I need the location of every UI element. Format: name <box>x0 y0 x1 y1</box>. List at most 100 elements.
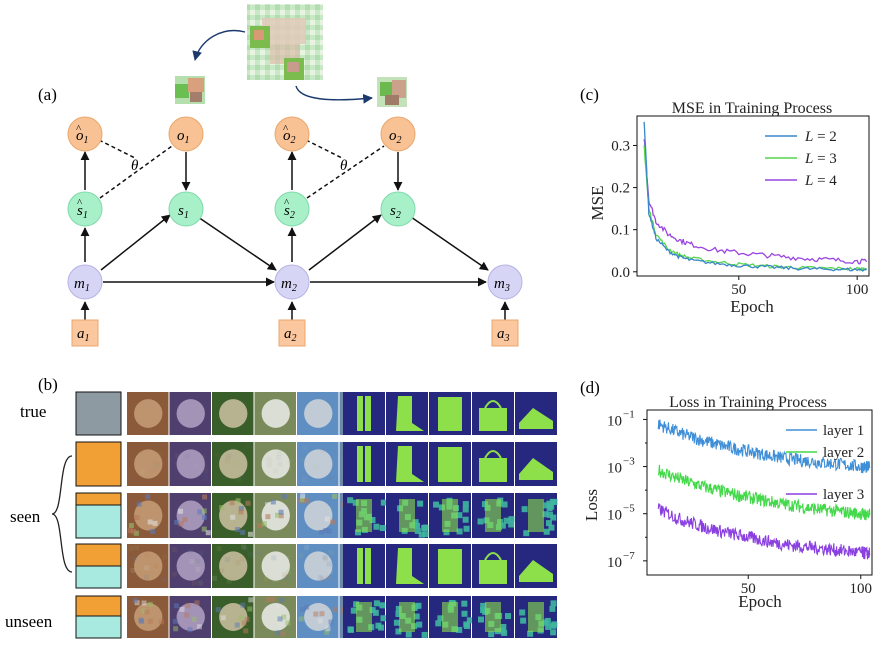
svg-text:^: ^ <box>284 197 290 209</box>
chart-d-series-line <box>657 464 871 521</box>
chart-c-ytick-label: 0.0 <box>611 265 630 281</box>
arrow-to-patch-1 <box>192 30 246 61</box>
chart-c-ytick-label: 0.3 <box>611 138 630 154</box>
panel-c: (c) MSE in Training Process Epoch MSE 0.… <box>580 85 870 316</box>
chart-d-series-line <box>657 503 871 560</box>
chart-d-series-line <box>657 419 871 474</box>
chart-c-legend-label: L = 4 <box>804 173 837 189</box>
chart-c-series-line <box>643 121 868 272</box>
chart-c-legend-label: L = 3 <box>804 151 837 167</box>
panel-b: (b) true seen unseen <box>5 375 558 639</box>
chart-c-ytick-label: 0.2 <box>611 181 630 197</box>
chart-d-frame <box>646 409 873 576</box>
swatch-seen-1 <box>75 441 122 487</box>
node-label: m3 <box>494 276 510 294</box>
chart-d-ytick-exponent: −7 <box>623 550 635 562</box>
strip-row <box>127 392 557 435</box>
chart-c-series-line <box>643 139 868 265</box>
panel-label-b: (b) <box>38 375 58 394</box>
seen-brace <box>51 455 73 573</box>
chart-d-xtick-label: 50 <box>741 581 756 597</box>
patch-observation-1 <box>175 76 205 104</box>
chart-d-ytick-exponent: −3 <box>623 456 635 468</box>
chart-d-legend-label: layer 3 <box>823 487 864 503</box>
node-s1: s1 <box>168 191 204 227</box>
node-m1: m1 <box>67 264 103 300</box>
node-label: o2 <box>283 128 296 146</box>
node-a2: a2 <box>278 319 306 347</box>
panel-label-a: (a) <box>38 85 57 104</box>
strip-row <box>127 544 557 588</box>
chart-d-ylabel: Loss <box>582 489 601 521</box>
arrow-to-patch-2 <box>295 85 373 104</box>
chart-c-xtick-label: 100 <box>846 282 869 298</box>
node-label: a1 <box>77 326 90 344</box>
theta-label-1: θ <box>131 158 139 174</box>
node-label: a3 <box>497 326 510 344</box>
chart-d-ytick-label: 10 <box>607 508 622 524</box>
swatch-true <box>75 391 122 436</box>
panel-a: (a) <box>38 4 523 347</box>
svg-text:^: ^ <box>283 123 289 135</box>
node-label: m2 <box>281 276 297 294</box>
strip-row <box>127 596 558 638</box>
node-m3: m3 <box>487 264 523 300</box>
patch-observation-2 <box>377 77 407 107</box>
frog-image <box>247 4 323 80</box>
strip-row <box>127 442 557 486</box>
chart-d-legend-label: layer 2 <box>823 445 864 461</box>
chart-d-ytick-label: 10 <box>607 413 622 429</box>
chart-c-xtick-label: 50 <box>731 282 746 298</box>
node-s2: s2 <box>380 191 416 227</box>
swatch-seen-3 <box>75 543 122 589</box>
chart-d-xtick-label: 100 <box>850 581 873 597</box>
node-label: s1 <box>77 203 88 221</box>
node-label: s2 <box>284 203 295 221</box>
node-label: a2 <box>284 326 297 344</box>
node-o2hat: o2^ <box>274 116 310 152</box>
strip-row <box>127 493 558 538</box>
panel-label-c: (c) <box>580 85 599 104</box>
node-a1: a1 <box>71 319 99 347</box>
chart-c-ylabel: MSE <box>588 186 607 221</box>
chart-c: 0.0 0.1 0.2 0.3 50 100 L = 2 L = 3 L = 4 <box>611 115 870 298</box>
chart-c-ytick-label: 0.1 <box>611 223 630 239</box>
panel-label-d: (d) <box>580 378 600 397</box>
chart-d-legend-label: layer 1 <box>823 423 864 439</box>
node-o2: o2 <box>380 116 416 152</box>
node-o1hat: o1^ <box>67 116 103 152</box>
chart-d-title: Loss in Training Process <box>669 394 827 411</box>
chart-c-frame <box>636 115 870 277</box>
chart-c-series-line <box>643 145 868 273</box>
node-a3: a3 <box>491 319 519 347</box>
row-label-seen: seen <box>10 507 41 526</box>
row-label-unseen: unseen <box>5 612 53 631</box>
svg-text:^: ^ <box>77 197 83 209</box>
chart-c-legend-label: L = 2 <box>804 129 837 145</box>
node-label: o1 <box>76 128 89 146</box>
swatch-seen-2 <box>75 492 122 539</box>
node-s1hat: s1^ <box>67 191 103 227</box>
panel-d: (d) Loss in Training Process Epoch Loss … <box>580 378 873 611</box>
graph-edges <box>80 139 510 320</box>
node-label: o1 <box>177 128 190 146</box>
theta-label-2: θ <box>340 158 348 174</box>
swatch-unseen <box>75 595 122 639</box>
svg-text:^: ^ <box>76 123 82 135</box>
node-o1: o1 <box>168 116 204 152</box>
node-label: s2 <box>390 203 401 221</box>
chart-d-ytick-label: 10 <box>607 461 622 477</box>
node-label: o2 <box>389 128 402 146</box>
chart-d-ytick-exponent: −1 <box>623 408 635 420</box>
reconstruction-strips <box>127 392 558 638</box>
node-s2hat: s2^ <box>274 191 310 227</box>
node-label: s1 <box>178 203 189 221</box>
chart-d-ytick-exponent: −5 <box>623 503 635 515</box>
chart-d-ytick-label: 10 <box>607 555 622 571</box>
node-m2: m2 <box>274 264 310 300</box>
node-label: m1 <box>74 276 90 294</box>
chart-c-title: MSE in Training Process <box>672 100 832 117</box>
row-label-true: true <box>20 402 46 421</box>
chart-c-xlabel: Epoch <box>730 297 774 316</box>
